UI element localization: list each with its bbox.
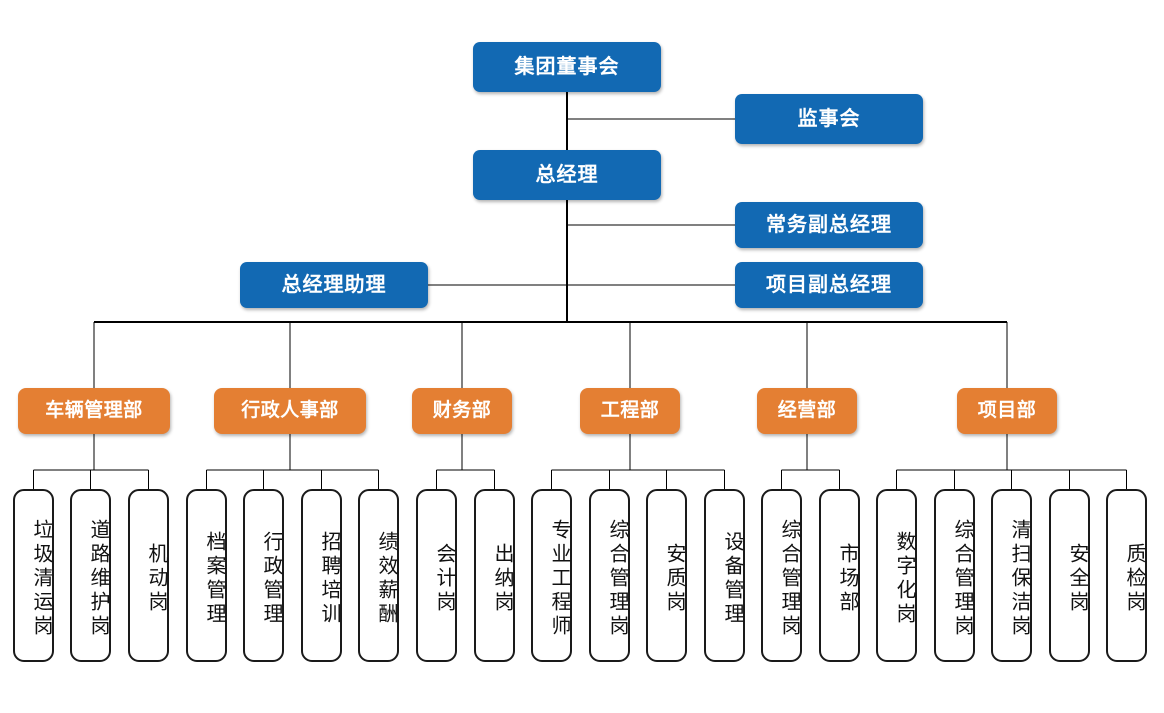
position-node-7[interactable]: 绩效薪酬 (358, 489, 399, 662)
position-node-6[interactable]: 招聘培训 (301, 489, 342, 662)
position-node-19[interactable]: 安全岗 (1049, 489, 1090, 662)
executive-node-6[interactable]: 项目副总经理 (735, 262, 923, 308)
department-node-5[interactable]: 经营部 (757, 388, 857, 434)
position-node-9[interactable]: 出纳岗 (474, 489, 515, 662)
position-node-8[interactable]: 会计岗 (416, 489, 457, 662)
executive-node-5[interactable]: 总经理助理 (240, 262, 428, 308)
department-node-3[interactable]: 财务部 (412, 388, 512, 434)
position-node-11[interactable]: 综合管理岗 (589, 489, 630, 662)
position-node-13[interactable]: 设备管理 (704, 489, 745, 662)
executive-node-2[interactable]: 监事会 (735, 94, 923, 144)
position-node-3[interactable]: 机动岗 (128, 489, 169, 662)
position-node-5[interactable]: 行政管理 (243, 489, 284, 662)
executive-node-1[interactable]: 集团董事会 (473, 42, 661, 92)
position-node-18[interactable]: 清扫保洁岗 (991, 489, 1032, 662)
position-node-20[interactable]: 质检岗 (1106, 489, 1147, 662)
position-node-16[interactable]: 数字化岗 (876, 489, 917, 662)
position-node-2[interactable]: 道路维护岗 (70, 489, 111, 662)
position-node-15[interactable]: 市场部 (819, 489, 860, 662)
department-node-1[interactable]: 车辆管理部 (18, 388, 170, 434)
position-node-4[interactable]: 档案管理 (186, 489, 227, 662)
position-node-17[interactable]: 综合管理岗 (934, 489, 975, 662)
position-node-14[interactable]: 综合管理岗 (761, 489, 802, 662)
executive-node-3[interactable]: 总经理 (473, 150, 661, 200)
position-node-1[interactable]: 垃圾清运岗 (13, 489, 54, 662)
position-node-12[interactable]: 安质岗 (646, 489, 687, 662)
executive-node-4[interactable]: 常务副总经理 (735, 202, 923, 248)
department-node-6[interactable]: 项目部 (957, 388, 1057, 434)
department-node-2[interactable]: 行政人事部 (214, 388, 366, 434)
position-node-10[interactable]: 专业工程师 (531, 489, 572, 662)
department-node-4[interactable]: 工程部 (580, 388, 680, 434)
